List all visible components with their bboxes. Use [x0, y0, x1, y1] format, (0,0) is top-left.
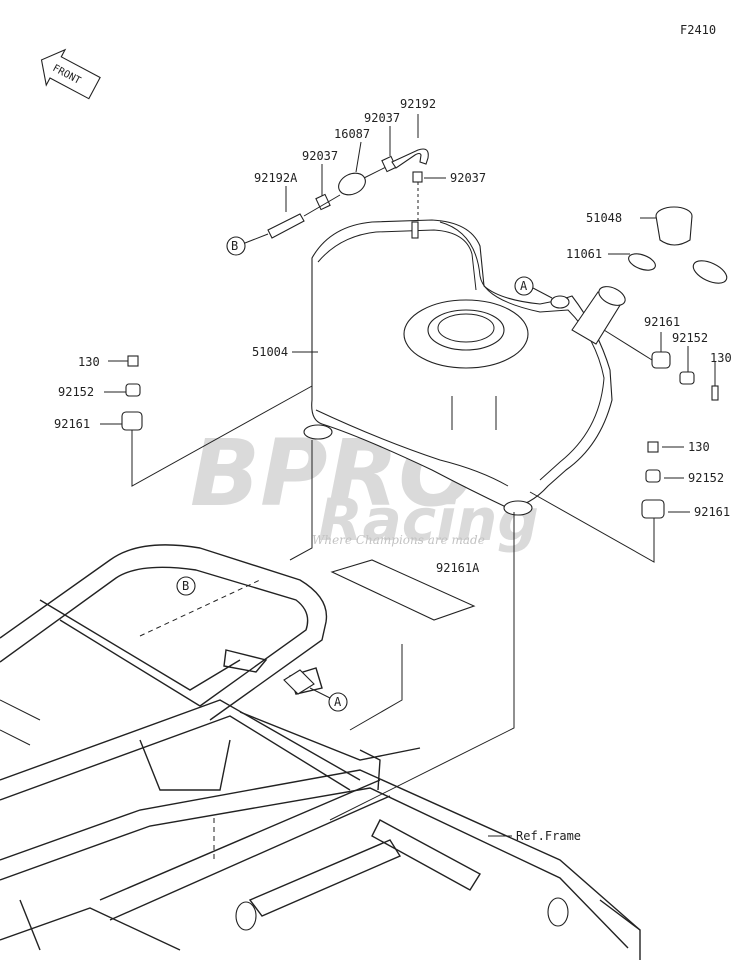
frame-assembly: [0, 544, 641, 960]
callout-b-frame-circle: [176, 576, 196, 596]
callout-b-top: B: [231, 239, 238, 253]
clamp-92037-lower: [315, 193, 331, 211]
label-92161-left: 92161: [54, 417, 90, 431]
label-92037-upper: 92037: [364, 111, 400, 125]
label-92152-lower-right: 92152: [688, 471, 724, 485]
grommet-92161-left: [121, 411, 143, 431]
label-92192a: 92192A: [254, 171, 298, 185]
fuel-tank-51004: [303, 219, 626, 516]
label-92161-lower-right: 92161: [694, 505, 730, 519]
label-51004: 51004: [252, 345, 288, 359]
callout-a-frame-circle: [328, 692, 348, 712]
hose-92192a: [267, 213, 305, 239]
label-92152-left: 92152: [58, 385, 94, 399]
label-130-lower-right: 130: [688, 440, 710, 454]
clamp-92037-right: [412, 171, 423, 183]
label-92152-right: 92152: [672, 331, 708, 345]
label-51048: 51048: [586, 211, 622, 225]
fuel-filter-16087: [338, 172, 366, 196]
label-92161-right: 92161: [644, 315, 680, 329]
bolt-130-lower-right: [647, 441, 659, 453]
collar-92152-right: [679, 371, 695, 385]
label-16087: 16087: [334, 127, 370, 141]
pad-92161a: [330, 559, 476, 621]
bolt-130-right: [711, 385, 719, 401]
label-92037-right: 92037: [450, 171, 486, 185]
watermark-tagline: Where Champions are made: [312, 533, 485, 547]
bolt-130-left: [127, 355, 139, 367]
callout-a-top: A: [520, 279, 528, 293]
callout-b-frame: B: [182, 579, 189, 593]
figure-code: F2410: [680, 23, 716, 37]
label-130-right: 130: [710, 351, 732, 365]
front-arrow-icon: FRONT: [40, 48, 101, 100]
fuel-cap-51048: [655, 206, 728, 284]
gasket-11061: [628, 253, 656, 271]
collar-92152-left: [125, 383, 141, 397]
label-92192: 92192: [400, 97, 436, 111]
label-92161a: 92161A: [436, 561, 480, 575]
tank-boss: [550, 295, 570, 309]
callout-a-circle: [514, 276, 534, 296]
hose-92192: [391, 148, 429, 169]
label-11061: 11061: [566, 247, 602, 261]
grommet-92161-right: [651, 351, 671, 369]
grommet-92161-lower-right: [641, 499, 665, 519]
collar-92152-lower-right: [645, 469, 661, 483]
ref-frame-label: Ref.Frame: [516, 829, 581, 843]
hose-assembly: B: [226, 114, 446, 256]
label-130-left: 130: [78, 355, 100, 369]
callout-b-circle: [226, 236, 246, 256]
frame-tag: [283, 669, 315, 695]
callout-a-frame: A: [334, 695, 342, 709]
label-92037-lower: 92037: [302, 149, 338, 163]
